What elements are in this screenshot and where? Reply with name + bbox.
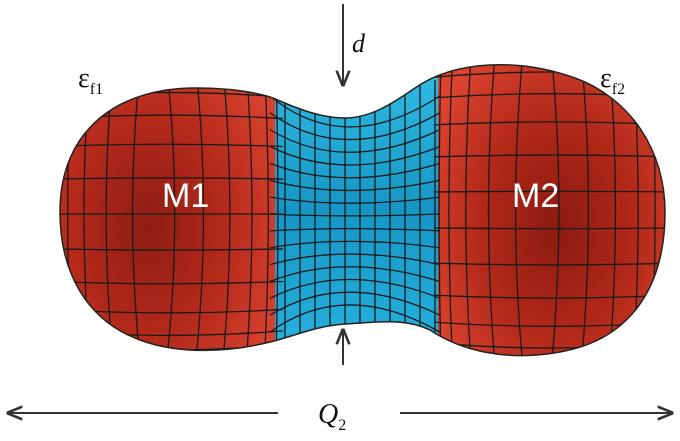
neck-parallel	[269, 129, 441, 153]
right-meridian	[465, 64, 472, 356]
neck-parallel	[269, 291, 441, 316]
neck-parallel	[269, 278, 441, 299]
right-meridian	[438, 64, 442, 356]
right-parallel	[433, 190, 665, 193]
right-meridian	[551, 64, 560, 356]
neck-parallel	[269, 304, 441, 333]
label-m1: M1	[162, 177, 209, 215]
deformed-nucleus	[60, 64, 665, 356]
right-meridian	[581, 64, 590, 356]
right-parallel	[433, 227, 665, 230]
left-parallel	[60, 280, 284, 285]
right-parallel	[433, 294, 665, 299]
neck-parallel	[269, 145, 441, 166]
label-eps-f2: εf2	[600, 63, 625, 98]
label-m2: M2	[512, 177, 559, 215]
right-meridian	[448, 64, 454, 356]
neck-parallel	[269, 162, 441, 179]
left-parallel	[60, 177, 284, 180]
neck-parallel	[269, 179, 441, 192]
label-q2: Q2	[318, 399, 346, 434]
neck-parallel	[269, 95, 441, 128]
neck-parallel	[269, 266, 441, 283]
right-parallel	[433, 262, 665, 266]
right-meridian	[487, 64, 496, 356]
left-parallel	[60, 248, 284, 251]
neck-parallel	[269, 253, 441, 266]
label-d: d	[352, 29, 366, 58]
right-parallel	[433, 154, 665, 158]
neck-parallel	[269, 240, 441, 249]
right-parallel	[433, 354, 665, 356]
neck-parallel	[269, 227, 441, 232]
label-eps-f1: εf1	[78, 63, 103, 98]
right-parallel	[433, 64, 665, 66]
left-parallel	[60, 143, 284, 148]
right-meridian	[514, 64, 523, 356]
neck-parallel	[269, 112, 441, 141]
neck-parallel	[269, 213, 441, 217]
neck-parallel	[269, 196, 441, 204]
